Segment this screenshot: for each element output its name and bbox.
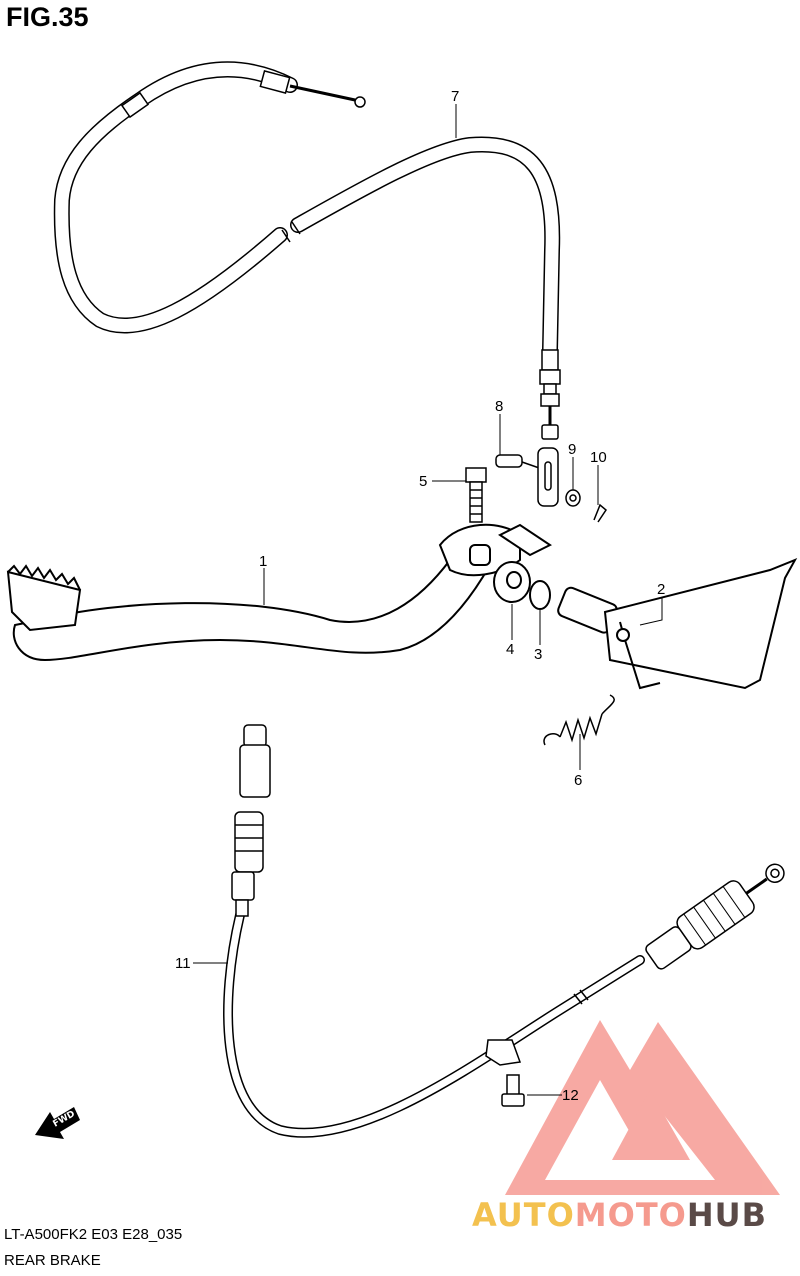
callout-8: 8: [495, 398, 503, 415]
part-1-brake-pedal: [6, 523, 552, 662]
part-6-spring: [543, 694, 615, 746]
brand-hub: HUB: [686, 1196, 768, 1234]
callout-3: 3: [534, 646, 542, 663]
callout-12: 12: [562, 1087, 579, 1104]
fwd-arrow-icon: FWD: [35, 1107, 80, 1139]
brake-clevis: [537, 447, 559, 507]
part-4-washer: [493, 561, 531, 603]
automotohub-logo-icon: [505, 1020, 780, 1195]
brand-moto: MOTO: [574, 1196, 687, 1234]
callout-7: 7: [451, 88, 459, 105]
callout-2: 2: [657, 581, 665, 598]
part-7-brake-cable: [53, 61, 561, 440]
part-10-cotter-pin: [593, 503, 607, 523]
callout-1: 1: [259, 553, 267, 570]
figure-title: FIG.35: [6, 2, 89, 32]
part-9-washer: [565, 489, 581, 507]
automotohub-wordmark: AUTOMOTOHUB: [472, 1196, 767, 1234]
callout-5: 5: [419, 473, 427, 490]
leader-lines: [193, 104, 663, 1096]
callout-10: 10: [590, 449, 607, 466]
callout-6: 6: [574, 772, 582, 789]
callout-9: 9: [568, 441, 576, 458]
callout-4: 4: [506, 641, 514, 658]
part-11-parking-cable: [223, 724, 785, 1138]
callout-11: 11: [175, 955, 191, 972]
model-code: LT-A500FK2 E03 E28_035: [4, 1226, 183, 1243]
part-5-bolt: [465, 467, 487, 523]
part-12-bolt: [501, 1074, 525, 1107]
brand-auto: AUTO: [472, 1196, 575, 1234]
section-title: REAR BRAKE: [4, 1252, 101, 1269]
part-3-circlip: [529, 580, 551, 610]
part-2-pedal-shaft: [557, 558, 798, 690]
